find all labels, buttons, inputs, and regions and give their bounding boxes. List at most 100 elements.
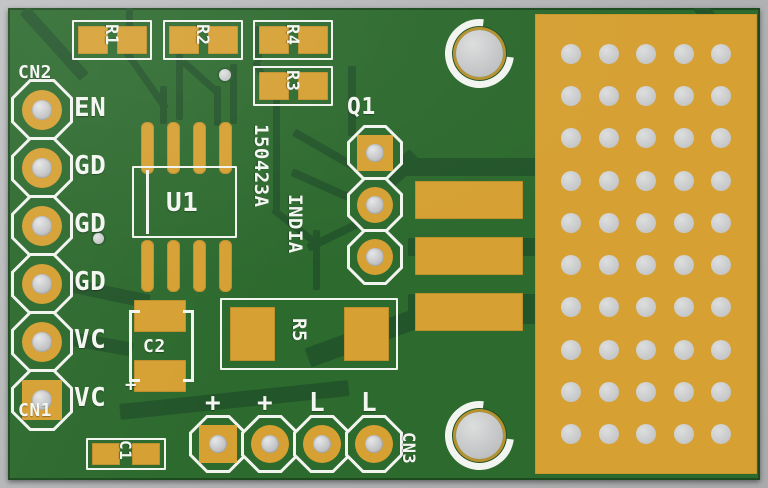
through-hole-pad[interactable]: [199, 425, 237, 463]
pad: [298, 26, 328, 54]
via: [673, 381, 694, 402]
plated-hole: [32, 100, 52, 120]
via: [598, 381, 619, 402]
pad: [259, 72, 289, 100]
pin-label-cn3-3: L: [361, 388, 378, 418]
via: [636, 255, 656, 276]
pad: [92, 443, 120, 465]
via: [711, 44, 731, 64]
pin-label-vc-5: VC: [74, 383, 107, 413]
plated-hole: [32, 274, 52, 294]
via: [636, 297, 656, 318]
via: [711, 128, 731, 149]
ground-pour-arm: [404, 158, 544, 176]
plated-hole: [260, 434, 280, 454]
via: [598, 339, 619, 360]
via: [598, 297, 619, 318]
pin-label-gd-2: GD: [74, 209, 107, 239]
through-hole-pad[interactable]: [22, 148, 62, 188]
plated-hole: [312, 434, 332, 454]
pad: [219, 122, 232, 174]
pad: [134, 360, 186, 392]
via: [561, 170, 581, 191]
via: [598, 424, 619, 444]
pcb-board: R1 R2 R4 R3 U1 150423A INDIA: [8, 8, 760, 480]
pad: [141, 240, 154, 292]
via: [673, 424, 694, 444]
through-hole-pad[interactable]: [22, 90, 62, 130]
via: [711, 424, 731, 444]
via: [711, 339, 731, 360]
through-hole-pad[interactable]: [22, 206, 62, 246]
pad: [193, 240, 206, 292]
through-hole-pad[interactable]: [357, 187, 393, 223]
refdes-r4: R4: [282, 24, 302, 46]
via-field: [535, 14, 757, 474]
pad: [230, 307, 275, 361]
through-hole-pad[interactable]: [22, 380, 62, 420]
pin-label-vc-4: VC: [74, 325, 107, 355]
polarity-marker-c2: +: [125, 374, 137, 396]
via: [598, 170, 619, 191]
via: [598, 86, 619, 107]
via: [636, 424, 656, 444]
pad: [344, 307, 389, 361]
via: [561, 86, 581, 107]
via: [561, 212, 581, 233]
component-outline-c2: [191, 310, 194, 382]
refdes-r3: R3: [282, 70, 302, 92]
via: [561, 381, 581, 402]
pin-label-cn3-1: +: [257, 388, 274, 418]
via: [711, 297, 731, 318]
refdes-c1: C1: [116, 440, 135, 461]
via: [636, 381, 656, 402]
via: [598, 212, 619, 233]
through-hole-pad[interactable]: [357, 239, 393, 275]
via: [673, 212, 694, 233]
pad: [298, 72, 328, 100]
via: [561, 297, 581, 318]
pad: [208, 26, 238, 54]
pad: [141, 122, 154, 174]
component-outline-c2: [183, 379, 194, 382]
via: [598, 128, 619, 149]
pad: [219, 240, 232, 292]
mounting-hole: [456, 412, 503, 459]
via: [711, 86, 731, 107]
component-outline-r5: [220, 298, 398, 370]
via: [711, 170, 731, 191]
pad: [167, 122, 180, 174]
component-outline-c2: [183, 310, 194, 313]
component-outline-c2: [129, 310, 132, 382]
component-outline-r2: [163, 20, 243, 60]
via: [673, 128, 694, 149]
through-hole-pad[interactable]: [251, 425, 289, 463]
refdes-r2: R2: [192, 24, 212, 46]
through-hole-pad[interactable]: [357, 135, 393, 171]
plated-hole: [366, 248, 384, 266]
via: [636, 86, 656, 107]
trace-segment: [273, 90, 280, 210]
through-hole-pad[interactable]: [22, 322, 62, 362]
component-outline-r4: [253, 20, 333, 60]
trace-segment: [176, 54, 183, 120]
via: [561, 424, 581, 444]
power-pad: [415, 181, 523, 219]
via: [711, 255, 731, 276]
via: [598, 255, 619, 276]
pad: [169, 26, 199, 54]
plated-hole: [32, 158, 52, 178]
pad: [259, 26, 289, 54]
through-hole-pad[interactable]: [22, 264, 62, 304]
pad: [78, 26, 108, 54]
component-outline-r3: [253, 66, 333, 106]
through-hole-pad[interactable]: [303, 425, 341, 463]
component-outline-r1: [72, 20, 152, 60]
via: [673, 297, 694, 318]
refdes-u1: U1: [166, 188, 199, 218]
component-outline-c2: [129, 310, 140, 313]
through-hole-pad[interactable]: [355, 425, 393, 463]
via: [219, 69, 231, 81]
via: [673, 86, 694, 107]
